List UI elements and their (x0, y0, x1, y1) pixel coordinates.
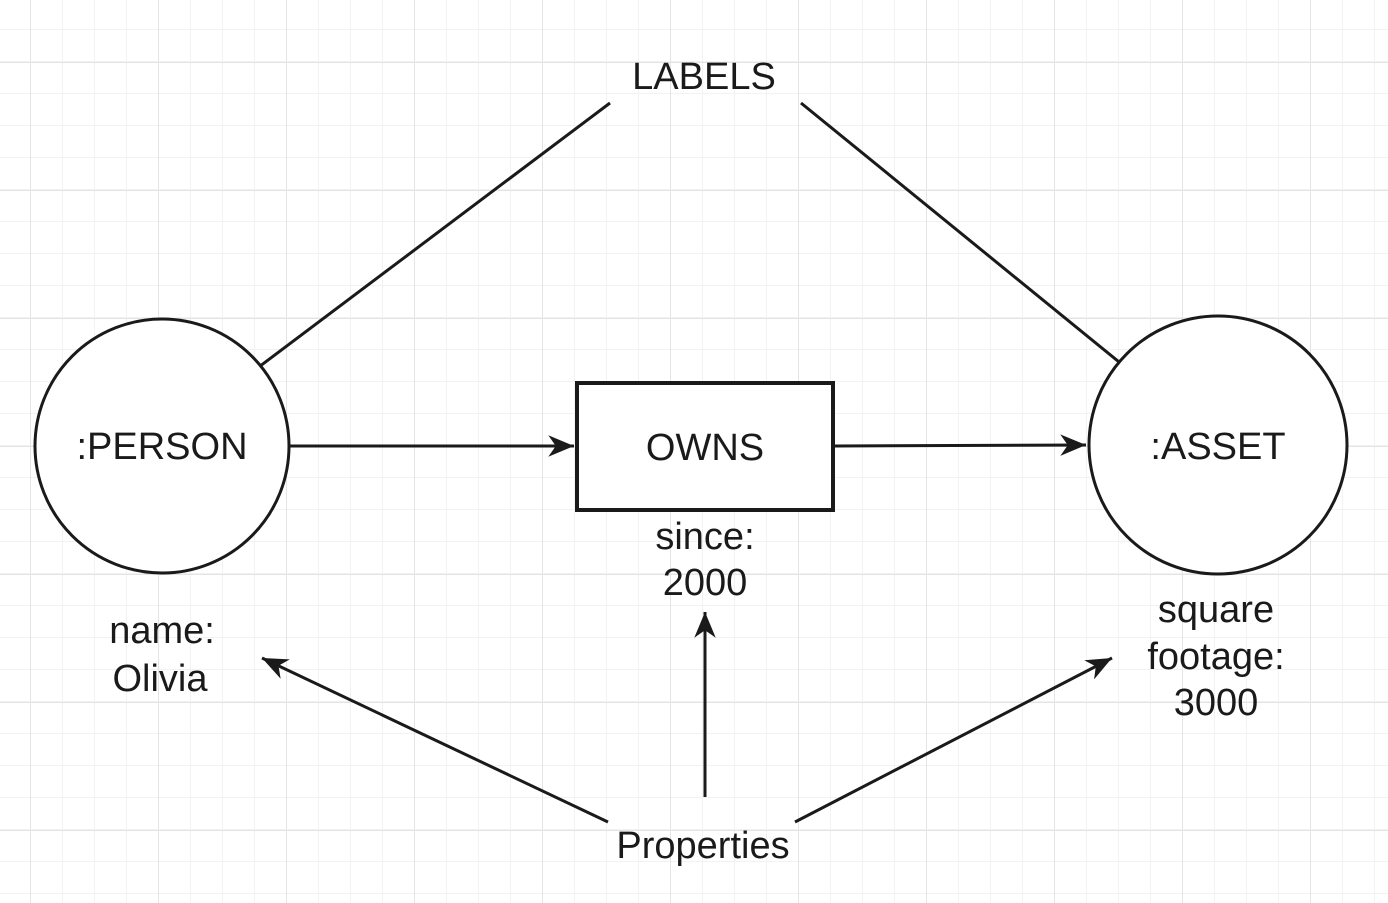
asset-property-line-1: square (1158, 589, 1274, 631)
properties-to-person-property-arrow (261, 656, 609, 824)
person-property-label: name: Olivia (109, 610, 215, 700)
properties-annotation-title: Properties (616, 825, 789, 867)
relationship-label: OWNS (646, 427, 764, 469)
properties-to-asset-property-arrow (794, 656, 1113, 824)
asset-property-label: square footage: 3000 (1147, 589, 1284, 724)
asset-node-circle (1087, 314, 1349, 576)
relationship-property-label: since: 2000 (655, 516, 754, 604)
person-node-label: :PERSON (76, 426, 247, 468)
asset-property-line-3: 3000 (1174, 682, 1259, 724)
asset-node-label: :ASSET (1150, 426, 1285, 468)
owns-to-asset-edge (834, 434, 1087, 456)
labels-annotation-title: LABELS (632, 56, 776, 98)
person-property-line-2: Olivia (112, 658, 208, 700)
person-node-circle (33, 317, 291, 575)
labels-to-asset-arrow (800, 101, 1179, 412)
relationship-property-line-1: since: (655, 516, 754, 558)
asset-property-line-2: footage: (1147, 636, 1284, 678)
relationship-rect (575, 381, 835, 512)
asset-node: :ASSET (1087, 314, 1349, 576)
labels-to-person-arrow (198, 101, 611, 414)
person-node: :PERSON (33, 317, 291, 575)
relationship-box: OWNS (575, 381, 835, 512)
person-property-line-1: name: (109, 610, 215, 652)
relationship-property-line-2: 2000 (663, 562, 748, 604)
